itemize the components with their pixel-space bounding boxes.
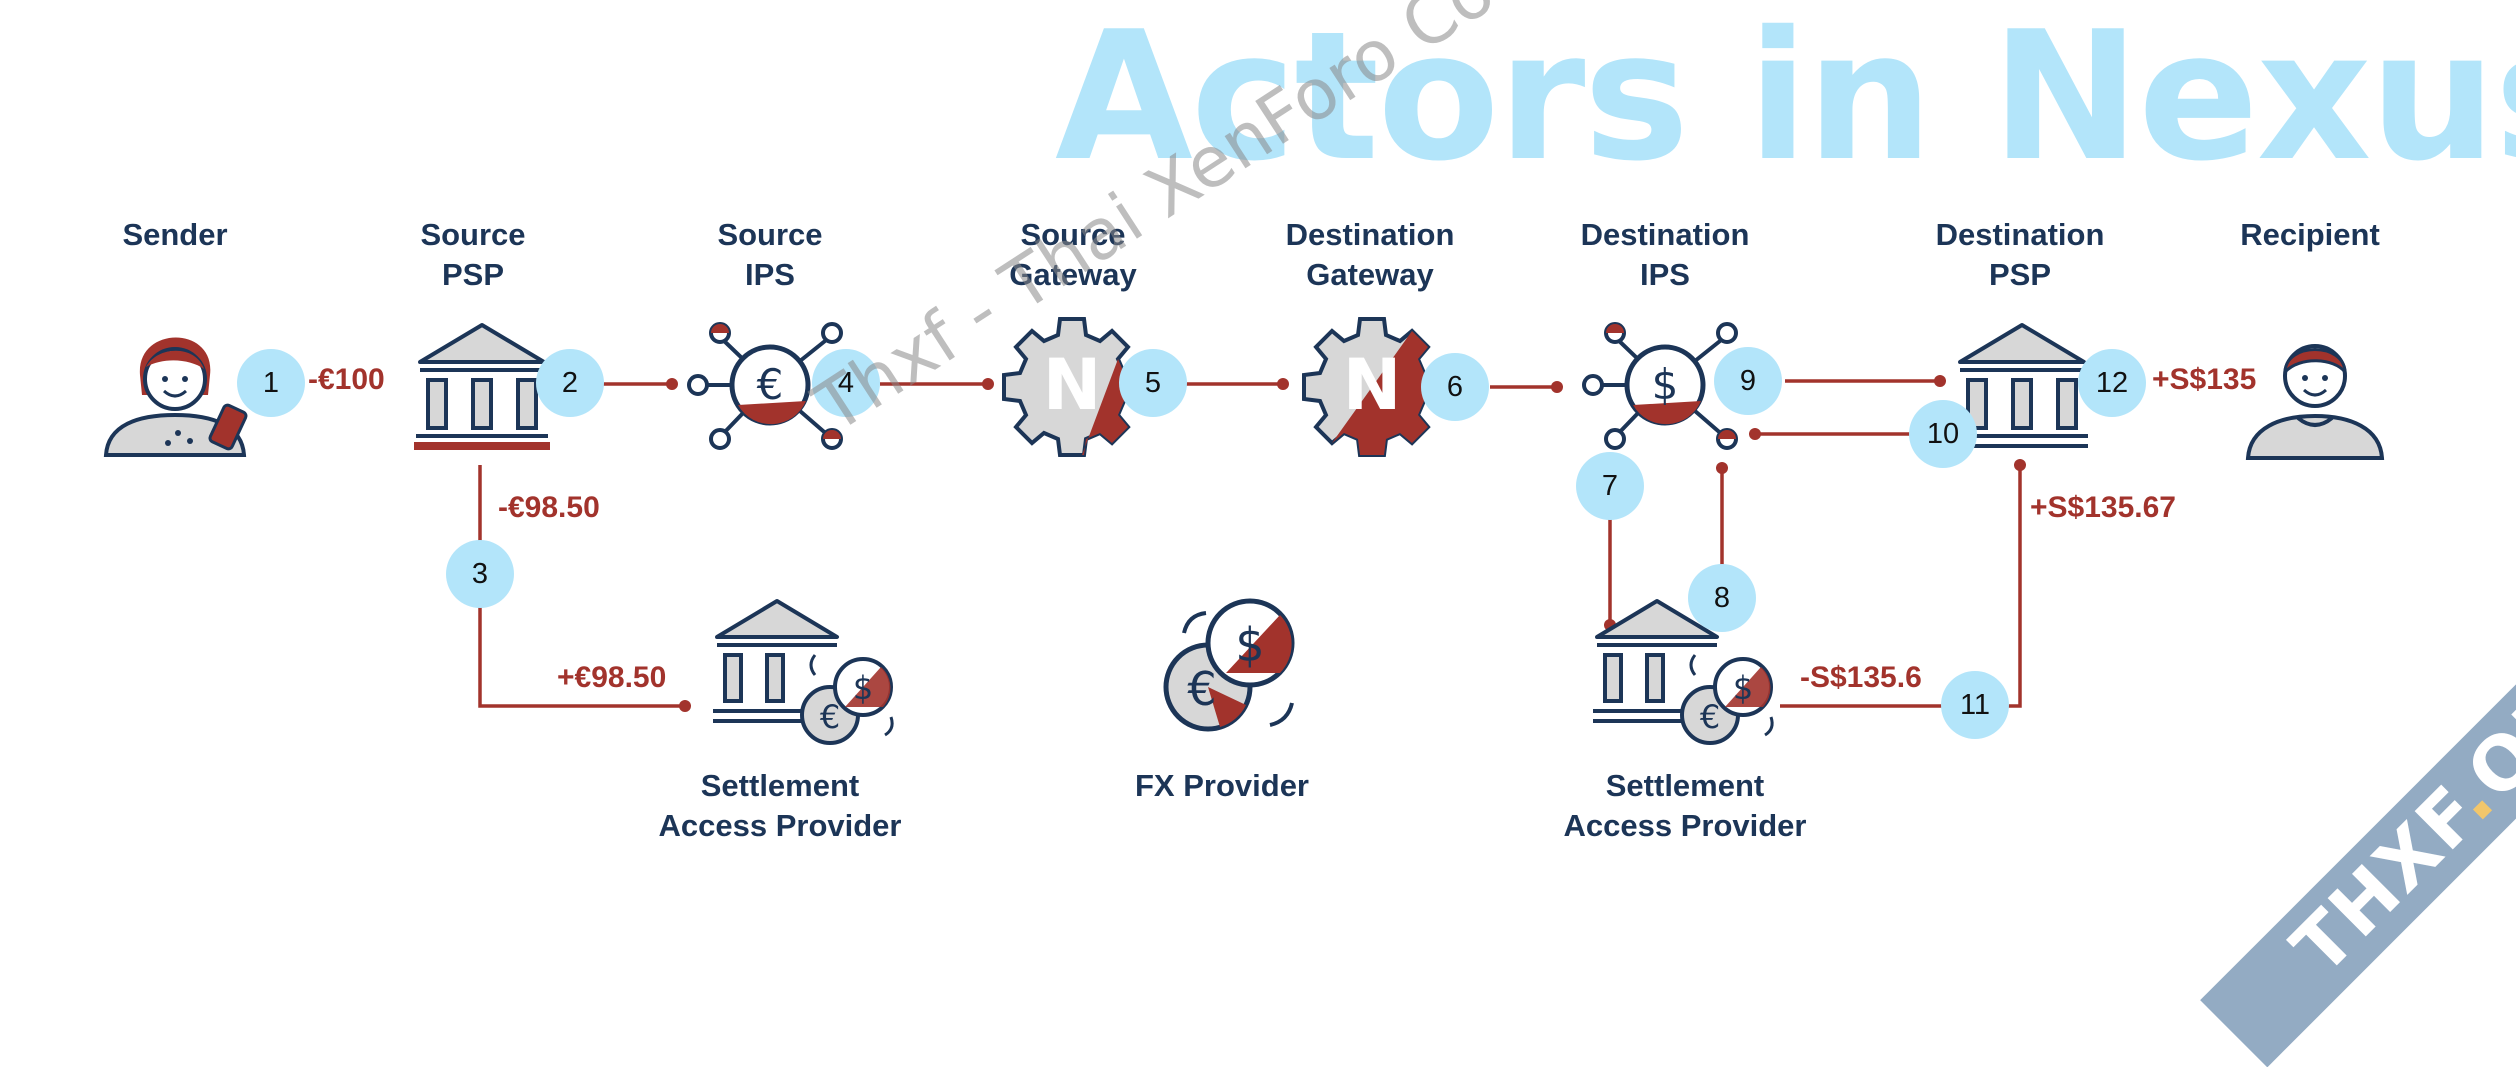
- step-badge: 12: [2078, 349, 2146, 417]
- amount-sap-credit: +€98.50: [557, 661, 667, 694]
- euro-glyph: €: [820, 698, 840, 736]
- step-badge: 1: [237, 349, 305, 417]
- destination-psp-bank-icon: [1956, 323, 2088, 448]
- amount-sender-debit: -€100: [308, 363, 385, 396]
- step-badge: 8: [1688, 564, 1756, 632]
- nexus-glyph: N: [1043, 344, 1102, 426]
- sender-person-icon: [103, 337, 248, 457]
- diagram-canvas: Actors in Nexus: [103, 0, 2516, 1067]
- page-title: Actors in Nexus: [1055, 0, 2516, 200]
- source-psp-bank-icon: [414, 323, 550, 450]
- step-badge: 11: [1941, 671, 2009, 739]
- amount-dest-psp-credit: +S$135.67: [2030, 491, 2176, 524]
- nexus-glyph: N: [1343, 344, 1402, 426]
- amount-source-psp-debit: -€98.50: [498, 491, 600, 524]
- step-badge: 2: [536, 349, 604, 417]
- step-badge: 5: [1119, 349, 1187, 417]
- amount-dest-sap-debit: -S$135.6: [1800, 661, 1922, 694]
- destination-settlement-provider-icon: € $: [1593, 599, 1774, 745]
- step-badge: 4: [812, 349, 880, 417]
- label-fx-provider: FX Provider: [1135, 768, 1309, 803]
- dollar-glyph: $: [1235, 618, 1264, 672]
- step-badge: 7: [1576, 452, 1644, 520]
- dollar-glyph: $: [1733, 669, 1753, 707]
- fx-provider-icon: € $: [1163, 598, 1295, 732]
- source-ips-hub-icon: €: [687, 322, 843, 450]
- recipient-person-icon: [2245, 344, 2385, 460]
- dollar-glyph: $: [1652, 360, 1679, 409]
- dollar-glyph: $: [853, 669, 873, 707]
- label-recipient: Recipient: [2240, 217, 2380, 252]
- euro-glyph: €: [1187, 662, 1216, 716]
- step-badge: 10: [1909, 400, 1977, 468]
- amount-recipient-credit: +S$135: [2152, 363, 2257, 396]
- line-dest-sap-dest-psp: [1780, 465, 2022, 708]
- label-sender: Sender: [122, 217, 228, 252]
- step-badge: 9: [1714, 347, 1782, 415]
- euro-glyph: €: [1700, 698, 1720, 736]
- destination-gateway-gear-icon: N: [1302, 317, 1442, 457]
- step-badge: 3: [446, 540, 514, 608]
- euro-glyph: €: [757, 360, 784, 409]
- source-settlement-provider-icon: € $: [713, 599, 894, 745]
- destination-ips-hub-icon: $: [1582, 322, 1738, 450]
- step-badge: 6: [1421, 353, 1489, 421]
